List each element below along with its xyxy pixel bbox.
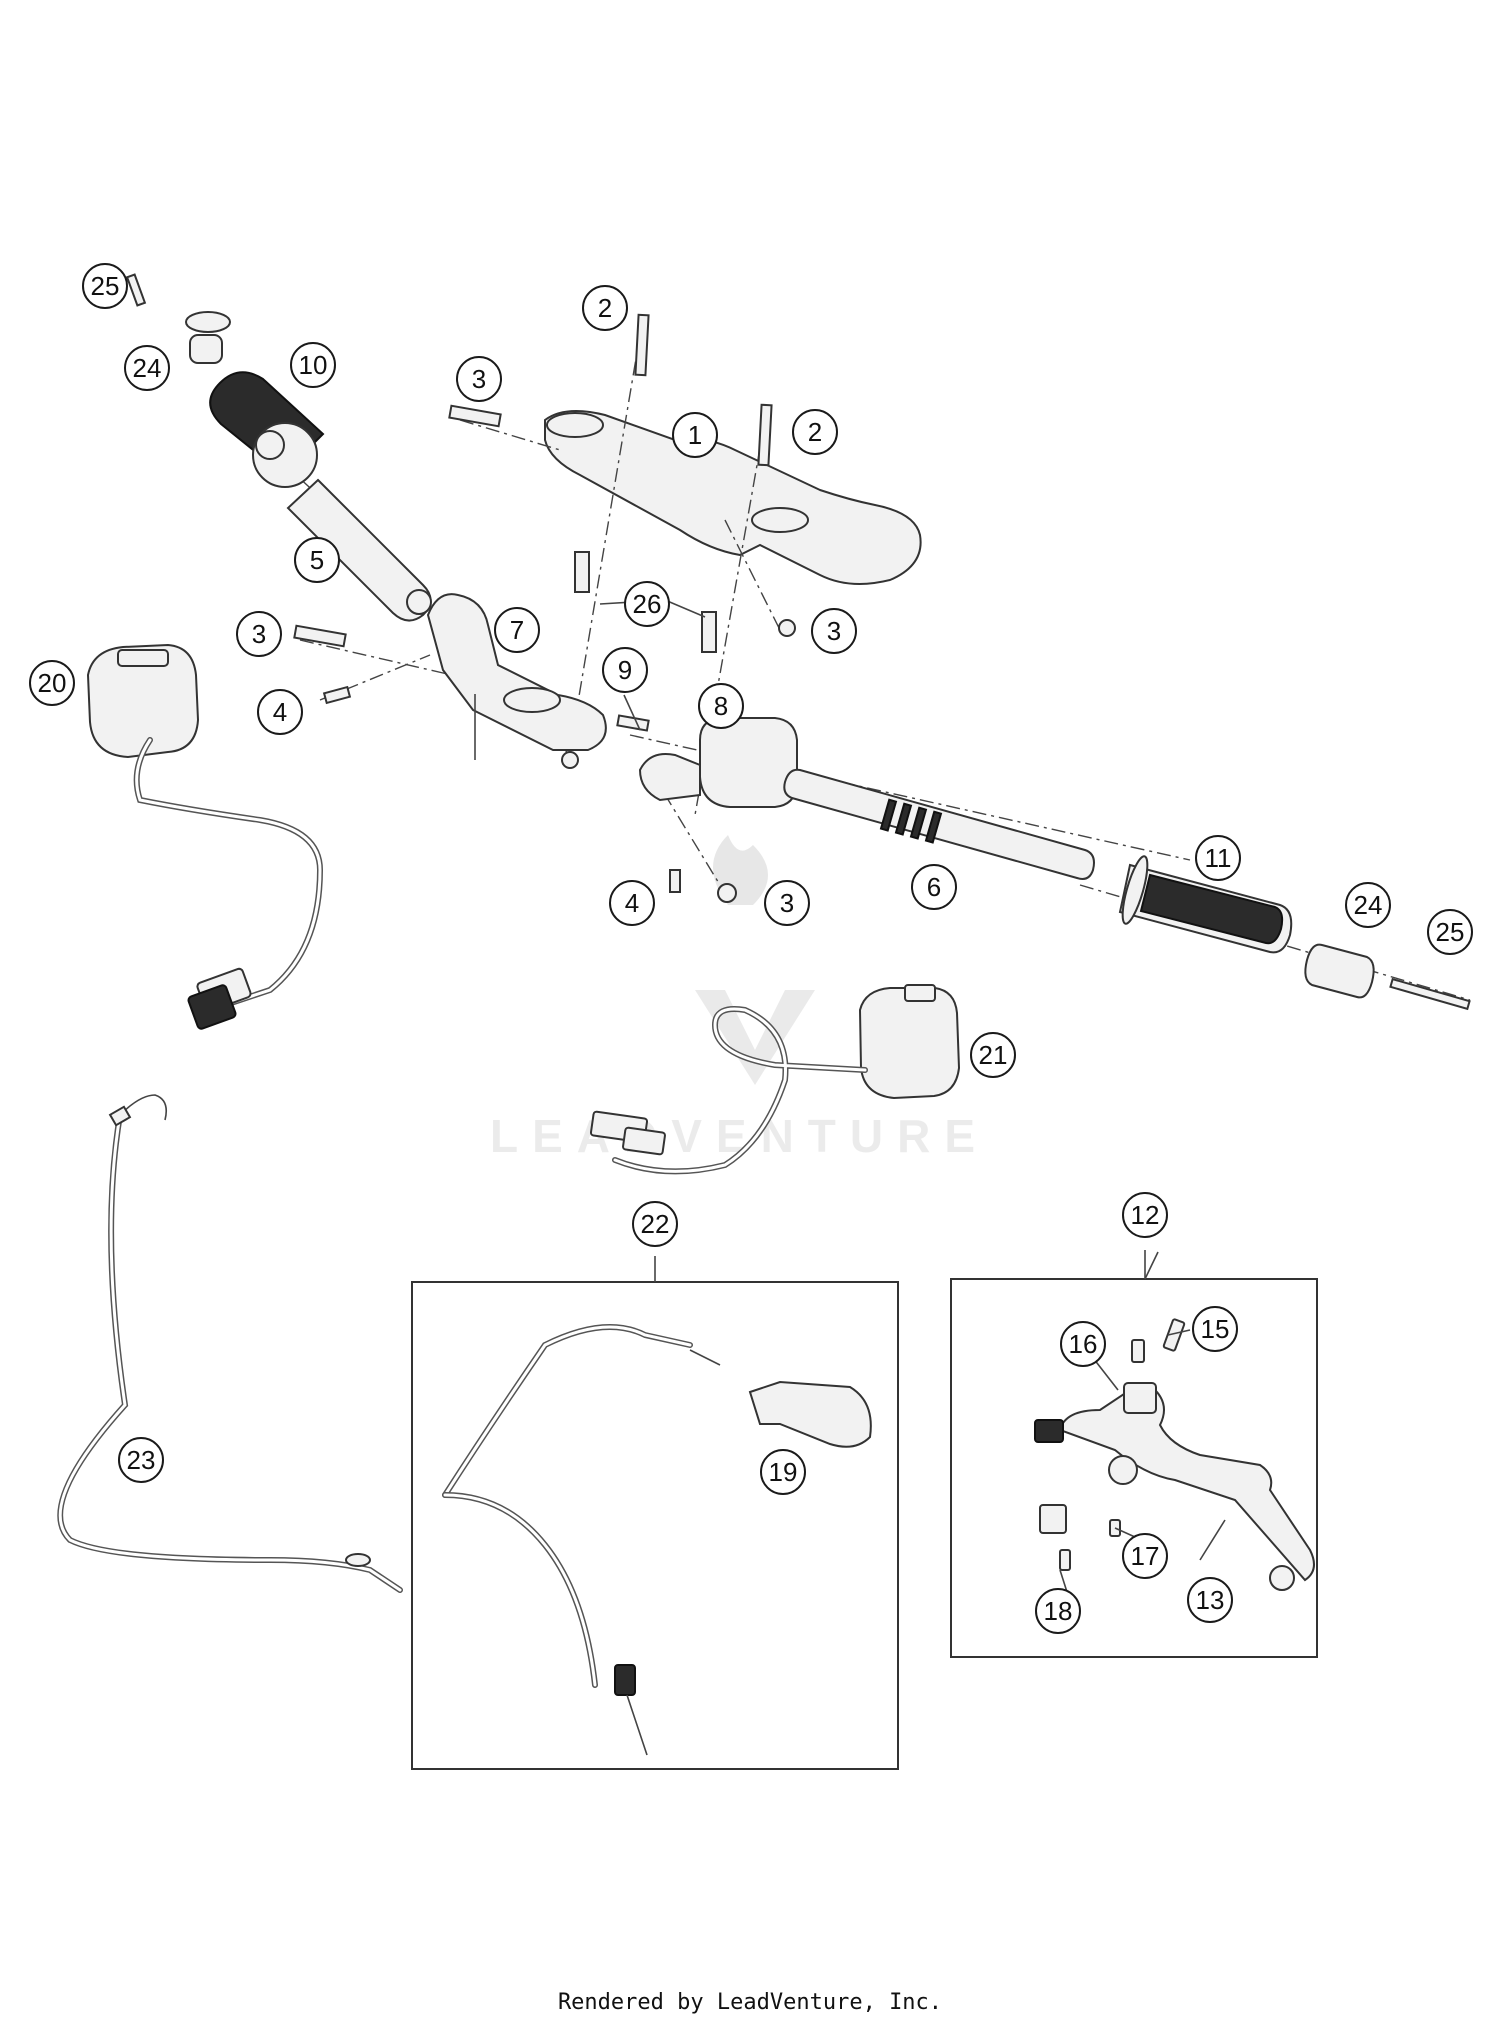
svg-text:25: 25 [91, 271, 120, 301]
callout-3-right-upper: 3 [811, 608, 857, 654]
right-handlebar-part [783, 768, 1095, 880]
svg-text:15: 15 [1201, 1314, 1230, 1344]
svg-text:2: 2 [598, 293, 612, 323]
callout-4-lower: 4 [609, 880, 655, 926]
svg-text:3: 3 [827, 616, 841, 646]
callout-2-right: 2 [792, 409, 838, 455]
callout-4-left: 4 [257, 689, 303, 735]
svg-text:4: 4 [273, 697, 287, 727]
callout-21: 21 [970, 1032, 1016, 1078]
callout-26: 26 [624, 581, 670, 627]
callout-22: 22 [632, 1201, 678, 1247]
callout-18: 18 [1035, 1588, 1081, 1634]
group-box-22 [411, 1256, 899, 1770]
svg-text:16: 16 [1069, 1329, 1098, 1359]
svg-text:17: 17 [1131, 1541, 1160, 1571]
callout-7: 7 [494, 607, 540, 653]
right-clamp-part [638, 717, 798, 808]
callout-19: 19 [760, 1449, 806, 1495]
right-switch-assembly [589, 984, 961, 1175]
svg-text:3: 3 [252, 619, 266, 649]
svg-text:7: 7 [510, 615, 524, 645]
svg-text:2: 2 [808, 417, 822, 447]
svg-text:20: 20 [38, 668, 67, 698]
svg-text:5: 5 [310, 545, 324, 575]
svg-text:3: 3 [472, 364, 486, 394]
right-grip-assembly [1118, 855, 1471, 1011]
callout-17: 17 [1122, 1533, 1168, 1579]
callout-11: 11 [1195, 835, 1241, 881]
callout-15: 15 [1192, 1306, 1238, 1352]
callout-3-top-left: 3 [456, 356, 502, 402]
callout-3-lower: 3 [764, 880, 810, 926]
svg-text:26: 26 [633, 589, 662, 619]
lower-clamp-part [426, 593, 607, 751]
callout-2-top: 2 [582, 285, 628, 331]
callout-13: 13 [1187, 1577, 1233, 1623]
left-handlebar-assembly [185, 311, 432, 622]
callout-25-left: 25 [82, 263, 128, 309]
left-switch-assembly [86, 643, 324, 1030]
svg-text:22: 22 [641, 1209, 670, 1239]
callout-8: 8 [698, 683, 744, 729]
svg-text:19: 19 [769, 1457, 798, 1487]
svg-text:6: 6 [927, 872, 941, 902]
callout-24-right: 24 [1345, 882, 1391, 928]
callout-12: 12 [1122, 1192, 1168, 1238]
callout-24-left: 24 [124, 345, 170, 391]
bolt-parts [125, 273, 796, 903]
callout-23: 23 [118, 1437, 164, 1483]
svg-text:23: 23 [127, 1445, 156, 1475]
svg-text:10: 10 [299, 350, 328, 380]
svg-text:13: 13 [1196, 1585, 1225, 1615]
watermark-text: LEADVENTURE [490, 1110, 989, 1162]
svg-text:21: 21 [979, 1040, 1008, 1070]
callout-6: 6 [911, 864, 957, 910]
callout-1: 1 [672, 412, 718, 458]
callout-16: 16 [1060, 1321, 1106, 1367]
group-box-12 [950, 1250, 1318, 1658]
callout-9: 9 [602, 647, 648, 693]
clutch-cable-part [57, 1094, 403, 1593]
top-clamp-part [544, 410, 922, 585]
svg-text:1: 1 [688, 420, 702, 450]
callout-10: 10 [290, 342, 336, 388]
svg-text:4: 4 [625, 888, 639, 918]
svg-text:8: 8 [714, 691, 728, 721]
footer-credit: Rendered by LeadVenture, Inc. [557, 1990, 943, 2015]
svg-text:3: 3 [780, 888, 794, 918]
callout-3-left: 3 [236, 611, 282, 657]
svg-text:25: 25 [1436, 917, 1465, 947]
callout-25-right: 25 [1427, 909, 1473, 955]
svg-text:24: 24 [1354, 890, 1383, 920]
svg-text:12: 12 [1131, 1200, 1160, 1230]
svg-text:9: 9 [618, 655, 632, 685]
callout-20: 20 [29, 660, 75, 706]
svg-text:18: 18 [1044, 1596, 1073, 1626]
svg-text:11: 11 [1205, 843, 1232, 873]
svg-text:24: 24 [133, 353, 162, 383]
callout-5: 5 [294, 537, 340, 583]
